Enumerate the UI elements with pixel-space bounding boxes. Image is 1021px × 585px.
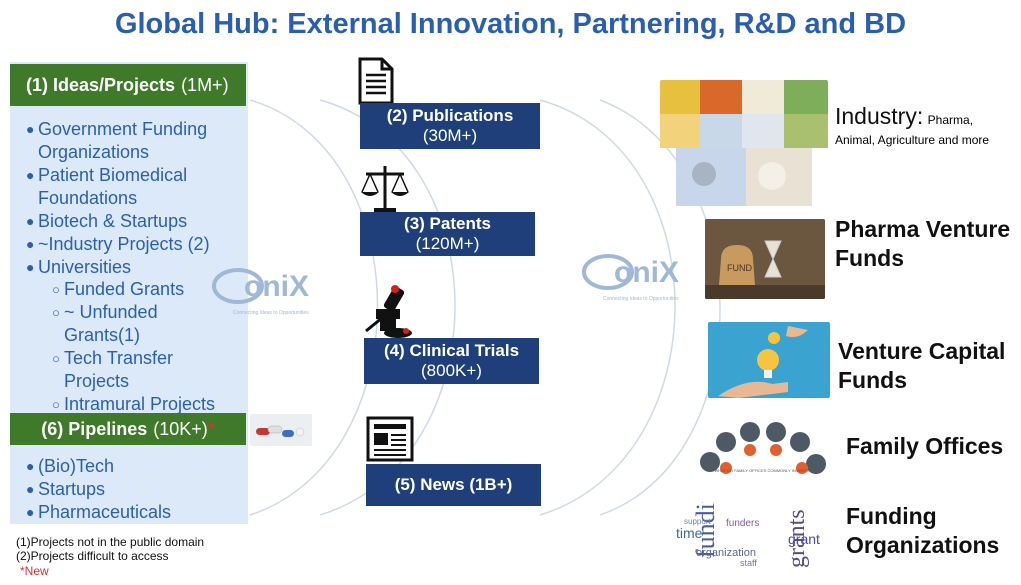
list-item: ●(Bio)Tech (26, 456, 115, 476)
lab-icon (362, 283, 416, 339)
patents-label: (3) Patents (404, 214, 491, 233)
list-item: ●Pharmaceuticals (26, 502, 172, 522)
svg-text:staff: staff (740, 558, 757, 568)
list-item: ●~Industry Projects (2) (26, 234, 210, 254)
onix-logo-left: oniX Connecting Ideas to Opportunities (208, 262, 334, 320)
pipelines-list: ●(Bio)Tech ●Startups ●Pharmaceuticals (26, 455, 244, 524)
clinical-trials-count: (800K+) (421, 361, 482, 380)
svg-text:WHAT DO FAMILY OFFICES COMMONL: WHAT DO FAMILY OFFICES COMMONLY INVEST I… (714, 468, 814, 473)
newspaper-icon (366, 416, 416, 464)
onix-logo-center: oniX Connecting Ideas to Opportunities (578, 248, 704, 306)
publications-count: (30M+) (422, 126, 478, 145)
left-panel (10, 62, 248, 524)
page-title: Global Hub: External Innovation, Partner… (114, 8, 907, 40)
family-offices-image: WHAT DO FAMILY OFFICES COMMONLY INVEST I… (690, 410, 836, 496)
list-item: ●Universities (26, 257, 132, 277)
list-item: ●Government Funding Organizations (26, 119, 208, 162)
list-item: ●Patient Biomedical Foundations (26, 165, 188, 208)
svg-text:oniX: oniX (244, 270, 309, 303)
news-label: (5) News (1B+) (394, 475, 513, 494)
svg-text:organization: organization (696, 547, 756, 559)
svg-text:time: time (676, 525, 703, 541)
patents-box: (3) Patents (120M+) (360, 212, 535, 256)
list-item: ●Startups (26, 479, 106, 499)
list-item: ○Funded Grants (52, 279, 185, 299)
clinical-trials-box: (4) Clinical Trials (800K+) (364, 338, 539, 384)
funding-wordcloud-image: funding grants time organization grant f… (676, 477, 836, 580)
publications-label: (2) Publications (386, 106, 514, 125)
industry-collage-image (660, 80, 828, 206)
svg-text:grant: grant (788, 531, 820, 547)
ideas-header: (1) Ideas/Projects (1M+) (10, 64, 246, 106)
svg-text:Connecting Ideas to Opportunit: Connecting Ideas to Opportunities (233, 310, 309, 316)
funding-orgs-label: Funding Organizations (846, 503, 1000, 558)
list-item: ○~ Unfunded Grants(1) (52, 302, 158, 345)
pharma-venture-label: Pharma Venture Funds (835, 216, 1011, 271)
footnote-2: (2)Projects difficult to access (16, 549, 169, 563)
new-star: * (207, 418, 215, 439)
pipelines-header-label: (6) Pipelines (41, 418, 148, 439)
industry-label: Industry: Pharma, Animal, Agriculture an… (835, 102, 1015, 149)
venture-capital-label: Venture Capital Funds (838, 338, 1006, 393)
list-item: ○Intramural Projects (52, 394, 216, 414)
clinical-trials-label: (4) Clinical Trials (383, 341, 520, 360)
svg-text:FUND: FUND (727, 263, 752, 273)
svg-text:oniX: oniX (614, 256, 679, 289)
ideas-header-count: (1M+) (181, 74, 229, 95)
pharma-venture-image: FUND (705, 219, 825, 299)
scales-icon (358, 162, 412, 216)
footnote-1: (1)Projects not in the public domain (16, 535, 205, 549)
ideas-header-label: (1) Ideas/Projects (26, 74, 176, 95)
news-box: (5) News (1B+) (366, 464, 541, 506)
svg-text:grants: grants (784, 509, 810, 568)
publications-box: (2) Publications (30M+) (360, 103, 540, 149)
pipelines-header: (6) Pipelines (10K+) * (10, 413, 246, 445)
document-icon (356, 57, 396, 105)
svg-text:support: support (684, 517, 711, 526)
industry-title: Industry: (835, 103, 924, 129)
patents-count: (120M+) (415, 234, 480, 253)
svg-text:funders: funders (726, 518, 759, 529)
ideas-list: ●Government Funding Organizations ●Patie… (26, 118, 244, 279)
university-sublist: ○Funded Grants ○~ Unfunded Grants(1) ○Te… (52, 278, 232, 416)
list-item: ●Biotech & Startups (26, 211, 188, 231)
footnote-new: *New (20, 564, 49, 578)
pipelines-header-count: (10K+) (153, 418, 208, 439)
list-item: ○Tech Transfer Projects (52, 348, 174, 391)
pills-image (250, 414, 312, 446)
svg-text:Connecting Ideas to Opportunit: Connecting Ideas to Opportunities (603, 296, 679, 302)
family-offices-label: Family Offices (846, 433, 1004, 459)
venture-capital-image (708, 322, 830, 398)
industry-subtitle: Pharma, Animal, Agriculture and more (835, 113, 990, 147)
